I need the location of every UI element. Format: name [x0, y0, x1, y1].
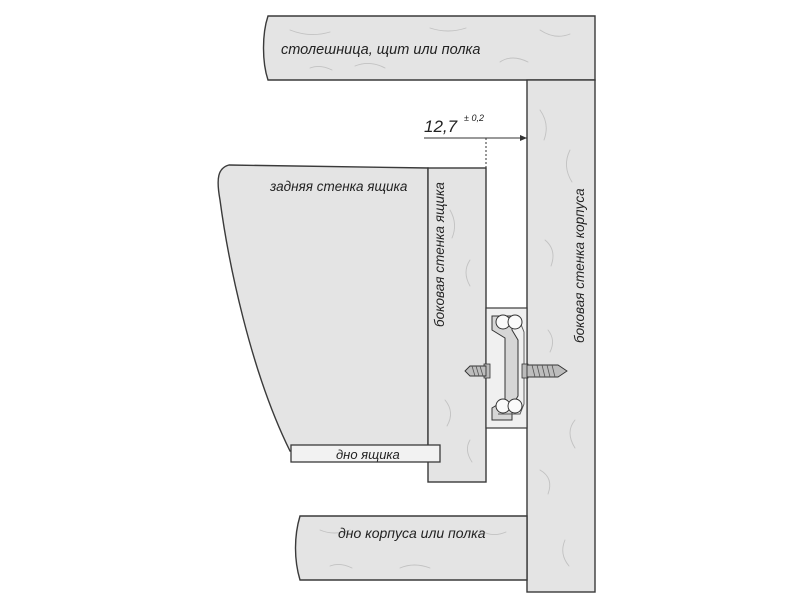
cabinet-side-label: боковая стенка корпуса [572, 188, 587, 343]
cabinet-side-wall: боковая стенка корпуса [526, 79, 596, 593]
cabinet-screw [526, 364, 568, 378]
drawer-bottom: дно ящика [290, 444, 441, 463]
back-wall-label: задняя стенка ящика [269, 179, 408, 194]
dimension-tolerance: ± 0,2 [464, 113, 484, 123]
drawer-side-wall: боковая стенка ящика [427, 167, 487, 483]
cabinet-bottom-board: дно корпуса или полка [294, 515, 528, 581]
cabinet-bottom-label: дно корпуса или полка [338, 525, 486, 541]
drawer-side-label: боковая стенка ящика [432, 182, 447, 327]
drawer-screw [464, 365, 487, 377]
ball-bearing-slide [483, 307, 529, 429]
gap-dimension: 12,7 ± 0,2 [424, 113, 527, 168]
dimension-value: 12,7 [424, 117, 458, 136]
drawer-bottom-label: дно ящика [336, 447, 400, 462]
tabletop-label: столешница, щит или полка [281, 42, 480, 58]
drawer-back-wall: задняя стенка ящика [217, 164, 429, 452]
tabletop-board: столешница, щит или полка [262, 15, 596, 81]
